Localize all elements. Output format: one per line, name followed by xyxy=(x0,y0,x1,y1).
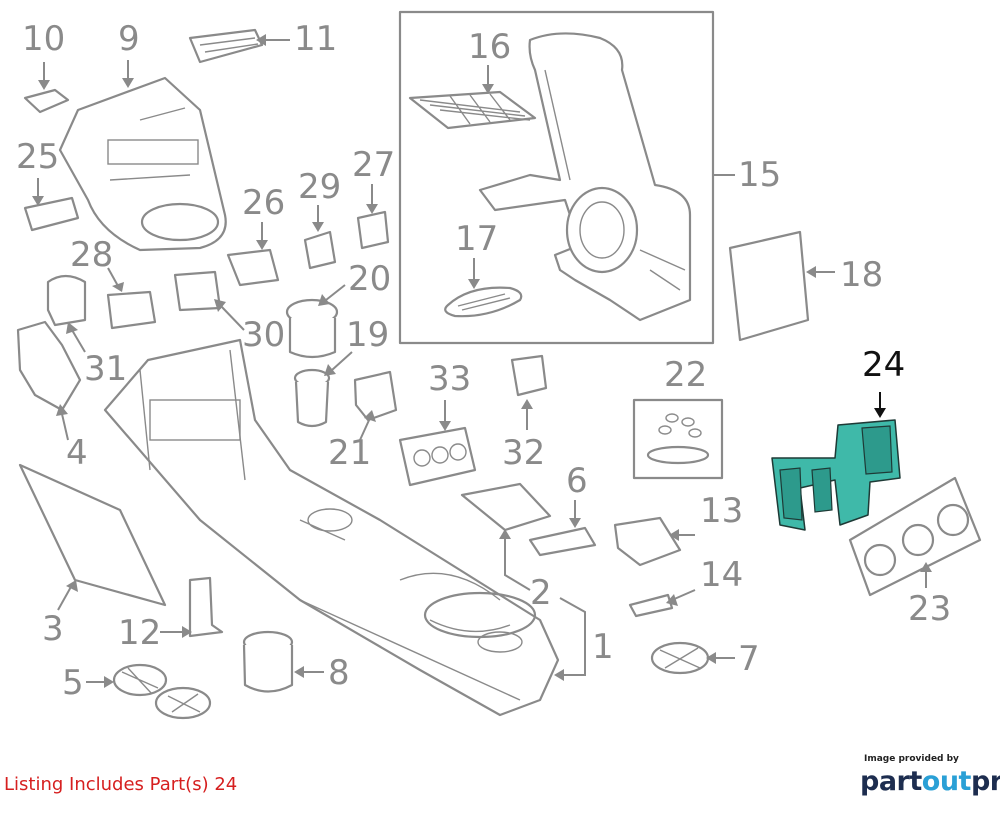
callout-24-highlighted: 24 xyxy=(862,345,906,385)
callout-22: 22 xyxy=(664,355,708,395)
brand-part: part xyxy=(860,766,922,797)
part-24-highlighted-bracket xyxy=(771,419,901,531)
brand-pro: pro xyxy=(970,766,1000,797)
part-7-mat xyxy=(650,641,710,675)
part-20-socket xyxy=(285,298,339,359)
callout-21: 21 xyxy=(328,433,372,473)
callout-31: 31 xyxy=(84,349,128,389)
part-31-switch xyxy=(46,274,87,327)
callout-14: 14 xyxy=(700,555,744,595)
part-33-panel xyxy=(398,426,477,487)
callout-32: 32 xyxy=(502,433,546,473)
callout-20: 20 xyxy=(348,259,392,299)
part-27-blank xyxy=(356,210,390,250)
part-26-hazard-switch xyxy=(226,248,280,287)
callout-29: 29 xyxy=(298,167,342,207)
callout-8: 8 xyxy=(328,653,350,693)
part-17-clip xyxy=(444,286,523,318)
callout-28: 28 xyxy=(70,235,114,275)
part-25-switch xyxy=(23,196,80,232)
part-22-pads xyxy=(632,398,724,480)
callout-13: 13 xyxy=(700,491,744,531)
callout-19: 19 xyxy=(346,315,390,355)
partoutpro-logo: partoutpro xyxy=(860,766,1000,797)
callout-4: 4 xyxy=(66,433,88,473)
part-18-cover xyxy=(728,230,810,342)
part-15-armrest xyxy=(478,32,692,322)
part-11-trim xyxy=(188,28,264,64)
callout-11: 11 xyxy=(294,19,338,59)
callout-15: 15 xyxy=(738,155,782,195)
part-29-blank xyxy=(303,230,337,270)
callout-16: 16 xyxy=(468,27,512,67)
callout-9: 9 xyxy=(118,19,140,59)
brand-out: out xyxy=(921,766,972,797)
part-5-mats xyxy=(112,663,212,720)
callout-1: 1 xyxy=(592,627,614,667)
callout-7: 7 xyxy=(738,639,760,679)
part-2-cover xyxy=(460,482,552,532)
part-23-climate-control xyxy=(848,476,982,597)
callout-33: 33 xyxy=(428,359,472,399)
part-14-gasket xyxy=(628,593,674,618)
callout-25: 25 xyxy=(16,137,60,177)
callout-5: 5 xyxy=(62,663,84,703)
part-1-console xyxy=(103,338,560,717)
part-8-cup xyxy=(242,630,294,693)
image-credit: Image provided by xyxy=(864,754,959,764)
part-12-bracket xyxy=(188,576,224,638)
listing-includes-text: Listing Includes Part(s) 24 xyxy=(4,774,238,795)
part-21-socket xyxy=(353,370,398,422)
callout-23: 23 xyxy=(908,589,952,629)
callout-18: 18 xyxy=(840,255,884,295)
part-16-mat xyxy=(408,90,537,130)
part-3-side-panel xyxy=(18,463,167,607)
part-32-switch xyxy=(510,354,548,397)
callout-10: 10 xyxy=(22,19,66,59)
callout-26: 26 xyxy=(242,183,286,223)
part-13-bracket xyxy=(613,516,682,567)
part-9-bezel xyxy=(58,76,227,252)
part-6-mat xyxy=(528,526,597,557)
callout-2: 2 xyxy=(530,573,552,613)
callout-6: 6 xyxy=(566,461,588,501)
part-10-clip xyxy=(23,88,70,114)
part-30-switch xyxy=(173,270,222,312)
armrest-group-frame xyxy=(398,10,715,345)
callout-12: 12 xyxy=(118,613,162,653)
part-19-socket xyxy=(293,368,331,428)
callout-17: 17 xyxy=(455,219,499,259)
leader-lines xyxy=(32,34,932,688)
callout-30: 30 xyxy=(242,315,286,355)
part-4-bracket xyxy=(16,320,82,412)
part-28-switch xyxy=(106,290,157,330)
callout-3: 3 xyxy=(42,609,64,649)
callout-27: 27 xyxy=(352,145,396,185)
